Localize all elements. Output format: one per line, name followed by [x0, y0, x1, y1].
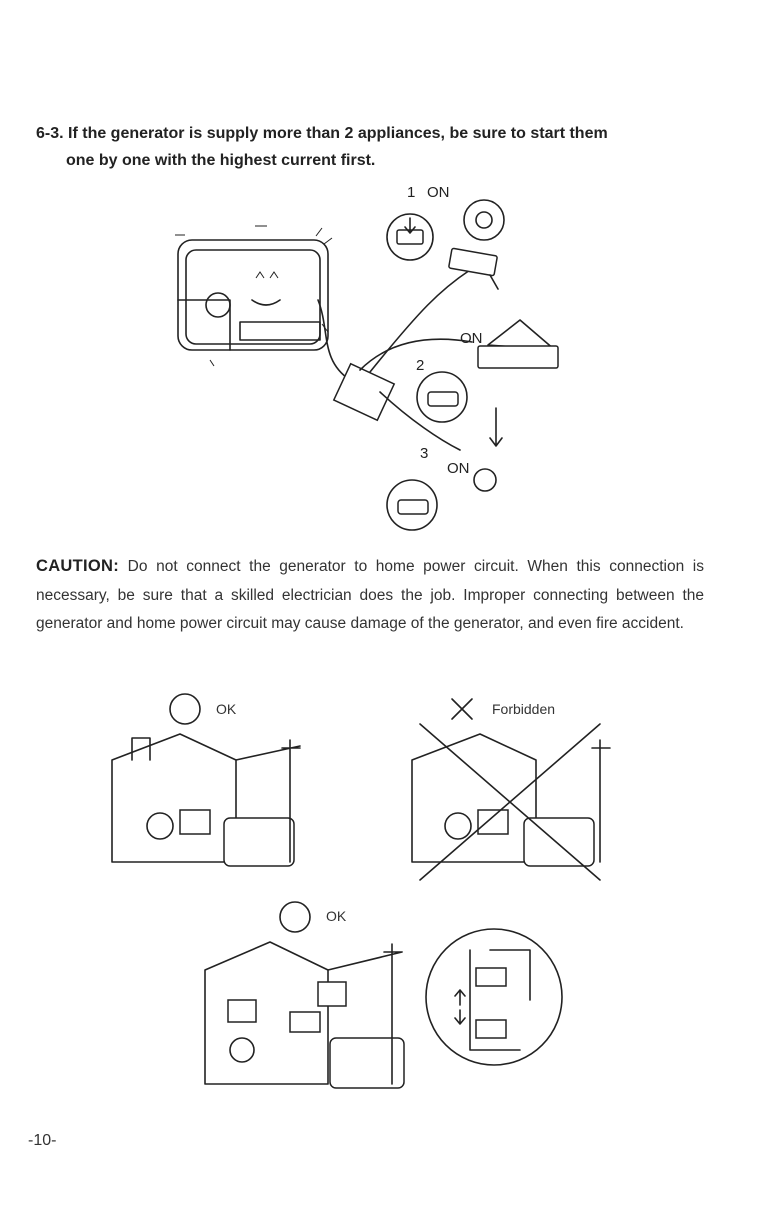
forbidden-label: Forbidden — [492, 701, 556, 717]
heading-line-1: 6-3. If the generator is supply more tha… — [36, 125, 608, 142]
step-2-on-label: ON — [460, 330, 483, 347]
step-2-number: 2 — [416, 357, 424, 374]
page-number: -10- — [28, 1132, 57, 1149]
section-heading: 6-3. If the generator is supply more tha… — [36, 120, 736, 174]
lamp-appliance — [473, 468, 497, 492]
caution-paragraph: CAUTION: Do not connect the generator to… — [36, 552, 704, 639]
transfer-switch-detail-circle — [425, 928, 563, 1066]
switch-2-detail-circle — [416, 371, 468, 423]
ok-circle-icon — [169, 693, 201, 725]
house-forbidden — [411, 723, 611, 881]
step-1-number: 1 — [407, 184, 415, 201]
ok-bottom-circle-icon — [279, 901, 311, 933]
cross-out-lines — [419, 723, 601, 881]
switch-1-detail-circle — [386, 213, 434, 261]
main-cable — [317, 299, 351, 381]
step-1-on-label: ON — [427, 184, 450, 201]
power-strip — [332, 362, 396, 422]
generator-drawing — [175, 225, 333, 367]
ok-bottom-label: OK — [326, 908, 347, 924]
ok-left-label: OK — [216, 701, 237, 717]
forbidden-x-icon — [451, 698, 473, 720]
house-ok-bottom — [204, 941, 405, 1089]
step-3-on-label: ON — [447, 460, 470, 477]
caution-title: CAUTION: — [36, 557, 120, 575]
heading-line-2: one by one with the highest current firs… — [66, 152, 376, 169]
fan-appliance — [463, 199, 505, 241]
step-3-number: 3 — [420, 445, 428, 462]
switch-3-detail-circle — [386, 479, 438, 531]
generator-appliances-illustration: 1 ON ON 2 3 ON — [175, 184, 559, 531]
caution-body: Do not connect the generator to home pow… — [36, 558, 704, 632]
house-ok-left — [111, 733, 301, 867]
